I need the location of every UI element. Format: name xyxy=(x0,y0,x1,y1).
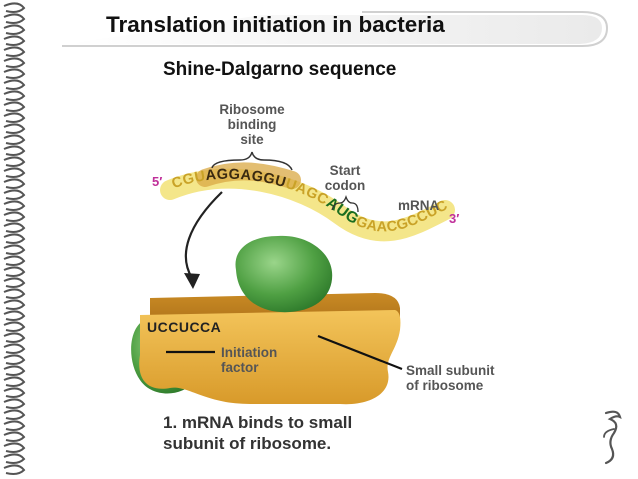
ribosome-binding-site-label: Ribosome binding site xyxy=(216,102,288,147)
anti-sd-sequence: UCCUCCA xyxy=(147,319,222,335)
top-factor xyxy=(235,235,333,313)
binding-coil xyxy=(3,123,26,134)
binding-coil xyxy=(3,332,26,343)
binding-coil xyxy=(3,354,26,365)
caption-line-2: subunit of ribosome. xyxy=(163,434,332,453)
five-prime-label: 5′ xyxy=(152,174,163,189)
step-caption: 1. mRNA binds to small subunit of riboso… xyxy=(163,412,352,454)
binding-coil xyxy=(3,255,26,266)
binding-coil xyxy=(3,68,26,79)
binding-coil xyxy=(3,244,26,255)
binding-coil xyxy=(3,24,26,35)
binding-coil xyxy=(3,200,26,211)
binding-coil xyxy=(3,13,26,24)
binding-coil xyxy=(3,376,26,387)
notebook-binding xyxy=(3,2,26,475)
sd-highlight xyxy=(196,162,301,189)
binding-coil xyxy=(3,398,26,409)
small-subunit-label-line-1: Small subunit xyxy=(406,363,495,378)
binding-coil xyxy=(3,156,26,167)
binding-coil xyxy=(3,387,26,398)
binding-coil xyxy=(3,233,26,244)
binding-coil xyxy=(3,431,26,442)
binding-coil xyxy=(3,211,26,222)
binding-arrow-head xyxy=(184,273,200,289)
small-subunit-label: Small subunit of ribosome xyxy=(406,363,495,393)
decorative-flourish-icon xyxy=(603,410,622,465)
binding-coil xyxy=(3,442,26,453)
initiation-factor-label-line-1: Initiation xyxy=(221,345,278,360)
binding-coil xyxy=(3,112,26,123)
rbs-label-line-1: Ribosome xyxy=(219,102,285,117)
title-bar xyxy=(62,11,609,47)
binding-coil xyxy=(3,343,26,354)
small-subunit-pointer xyxy=(317,334,403,371)
binding-coil xyxy=(3,134,26,145)
binding-coil xyxy=(3,310,26,321)
binding-coil xyxy=(3,420,26,431)
binding-coil xyxy=(3,35,26,46)
rbs-label-line-3: site xyxy=(240,132,264,147)
binding-site-bracket xyxy=(211,151,293,171)
binding-coil xyxy=(3,79,26,90)
binding-coil xyxy=(3,222,26,233)
slide-subtitle: Shine-Dalgarno sequence xyxy=(163,59,397,80)
start-codon-label: Start codon xyxy=(320,163,370,193)
binding-coil xyxy=(3,2,26,13)
caption-line-1: 1. mRNA binds to small xyxy=(163,413,353,432)
small-subunit xyxy=(139,310,401,405)
initiation-factor-label: Initiation factor xyxy=(221,345,277,375)
start-codon-label-line-2: codon xyxy=(324,178,366,193)
start-codon-bracket xyxy=(331,194,359,213)
binding-coil xyxy=(3,167,26,178)
initiation-factor-label-line-2: factor xyxy=(221,360,259,375)
slide-title: Translation initiation in bacteria xyxy=(106,12,445,37)
binding-coil xyxy=(3,101,26,112)
binding-coil xyxy=(3,189,26,200)
binding-coil xyxy=(3,409,26,420)
three-prime-label: 3′ xyxy=(449,211,460,226)
binding-coil xyxy=(3,57,26,68)
rbs-label-line-2: binding xyxy=(227,117,277,132)
start-codon-label-line-1: Start xyxy=(329,163,361,178)
mrna-label: mRNA xyxy=(398,198,440,213)
binding-coil xyxy=(3,266,26,277)
binding-coil xyxy=(3,46,26,57)
binding-coil xyxy=(3,299,26,310)
binding-coil xyxy=(3,453,26,464)
binding-arrow xyxy=(184,191,223,279)
binding-coil xyxy=(3,288,26,299)
binding-coil xyxy=(3,178,26,189)
binding-coil xyxy=(3,464,26,475)
binding-coil xyxy=(3,145,26,156)
small-subunit-label-line-2: of ribosome xyxy=(406,378,484,393)
binding-coil xyxy=(3,365,26,376)
binding-coil xyxy=(3,277,26,288)
binding-coil xyxy=(3,90,26,101)
binding-coil xyxy=(3,321,26,332)
